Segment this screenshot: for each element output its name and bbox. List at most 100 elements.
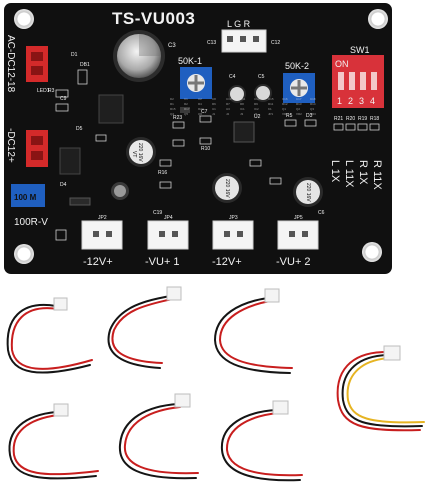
- dip-switch-number: 3: [359, 96, 364, 106]
- refdes: D3: [306, 113, 313, 119]
- refdes: R22: [198, 107, 204, 111]
- cables: [6, 286, 425, 482]
- connector-plug: [383, 345, 401, 361]
- refdes: R5: [286, 113, 293, 119]
- refdes: C14: [254, 97, 260, 101]
- cap-mid-value: 220 16V: [137, 143, 143, 162]
- cable-3pin: [336, 345, 425, 432]
- lgr-connector: L G R: [221, 19, 267, 53]
- refdes: R20: [346, 116, 355, 122]
- refdes: Q6: [198, 112, 202, 116]
- trimpot-right: 50K-2: [283, 61, 315, 103]
- connector-label: -12V+: [212, 256, 242, 268]
- refdes: VR1: [282, 112, 288, 116]
- refdes: C5: [258, 74, 265, 80]
- cable-2pin: [220, 400, 303, 482]
- refdes: R19: [358, 116, 367, 122]
- refdes: R16: [158, 170, 167, 176]
- refdes: R21: [334, 116, 343, 122]
- refdes: K1: [268, 107, 272, 111]
- capacitor-large: C3: [113, 30, 176, 82]
- refdes: D1: [71, 52, 78, 58]
- refdes: U3: [226, 107, 230, 111]
- terminal-block-ac: [26, 46, 48, 82]
- pot-100-value: 100 M: [14, 193, 37, 202]
- dip-switch-number: 2: [348, 96, 353, 106]
- refdes: VR2: [296, 112, 302, 116]
- refdes: R17: [184, 107, 190, 111]
- jp-label: JP2: [98, 215, 107, 221]
- dip-switch-on-label: ON: [335, 59, 349, 69]
- refdes: R12: [282, 102, 288, 106]
- connector-plug: [53, 403, 69, 417]
- refdes: J4: [254, 112, 258, 116]
- refdes: R7: [226, 102, 230, 106]
- output-connectors: JP2 -12V+ JP4 -VU+ 1 JP3 -12V+: [81, 215, 319, 268]
- trimpot-left: 50K-1: [178, 56, 212, 99]
- capacitor-220-left: 220 16V: [212, 173, 242, 203]
- cable-2pin: [107, 286, 182, 369]
- refdes: D5: [76, 126, 83, 132]
- cap-large-label: C3: [168, 43, 176, 49]
- lgr-label: L G R: [227, 19, 251, 29]
- dip-switch-number: 1: [337, 96, 342, 106]
- pcb-body: [4, 3, 392, 274]
- connector-label: -VU+ 1: [145, 256, 180, 268]
- pot-right-label: 50K-2: [285, 61, 309, 71]
- refdes: C1: [184, 97, 188, 101]
- refdes: R6: [212, 102, 216, 106]
- refdes: R2: [184, 102, 188, 106]
- refdes: J3: [240, 112, 244, 116]
- jp-label: JP4: [164, 215, 173, 221]
- gain-label: L 11X: [343, 160, 355, 188]
- refdes: Q2: [296, 107, 300, 111]
- cable-2pin: [118, 393, 199, 480]
- capacitors-small: [111, 84, 272, 200]
- refdes-labels: D1 DB1 LED1 R3 C9 D5 D4 R23 R10 C7 C4 C5…: [37, 40, 379, 216]
- refdes: JP1: [268, 112, 274, 116]
- refdes: C17: [296, 97, 302, 101]
- refdes: R13: [296, 102, 302, 106]
- connector-jp5: JP5 -VU+ 2: [276, 215, 319, 268]
- connector-jp3: JP3 -12V+: [212, 215, 254, 268]
- refdes: C6: [318, 210, 325, 216]
- refdes: R11: [268, 102, 274, 106]
- refdes: C10: [226, 97, 232, 101]
- capacitor-mid: 220 16V VT: [126, 137, 156, 167]
- gain-label: R 11X: [371, 160, 383, 190]
- jp-label: JP5: [294, 215, 303, 221]
- refdes: R18: [370, 116, 379, 122]
- refdes: C15: [268, 97, 274, 101]
- refdes: R3: [48, 88, 55, 94]
- refdes: R8: [240, 102, 244, 106]
- mounting-hole: [368, 9, 388, 29]
- refdes: J1: [212, 112, 216, 116]
- refdes: C18: [310, 97, 316, 101]
- connector-plug: [272, 400, 289, 415]
- terminal-block-dc: [26, 130, 48, 167]
- connector-plug: [166, 286, 182, 301]
- mounting-hole: [14, 244, 34, 264]
- refdes: J2: [226, 112, 230, 116]
- refdes: C8: [212, 97, 216, 101]
- refdes: IC2: [254, 107, 259, 111]
- dc-input-label: -DC12+: [5, 128, 16, 163]
- connector-jp4: JP4 -VU+ 1: [145, 215, 189, 268]
- cap-mid-sub: VT: [131, 151, 137, 157]
- jp-label: JP3: [229, 215, 238, 221]
- connector-label: -12V+: [83, 256, 113, 268]
- refdes: C16: [282, 97, 288, 101]
- pot-100-label: 100R-V: [14, 217, 48, 228]
- refdes: C7: [201, 109, 208, 115]
- refdes: R10: [201, 146, 210, 152]
- pot-left-label: 50K-1: [178, 56, 202, 66]
- refdes: R1: [170, 102, 174, 106]
- refdes: D4: [60, 182, 67, 188]
- capacitor-220-right: 220 16V: [293, 177, 323, 207]
- cap-220-left-value: 220 16V: [224, 179, 230, 198]
- refdes: Q5: [184, 112, 188, 116]
- gain-label: L 1X: [329, 160, 341, 183]
- connector-plug: [53, 297, 68, 311]
